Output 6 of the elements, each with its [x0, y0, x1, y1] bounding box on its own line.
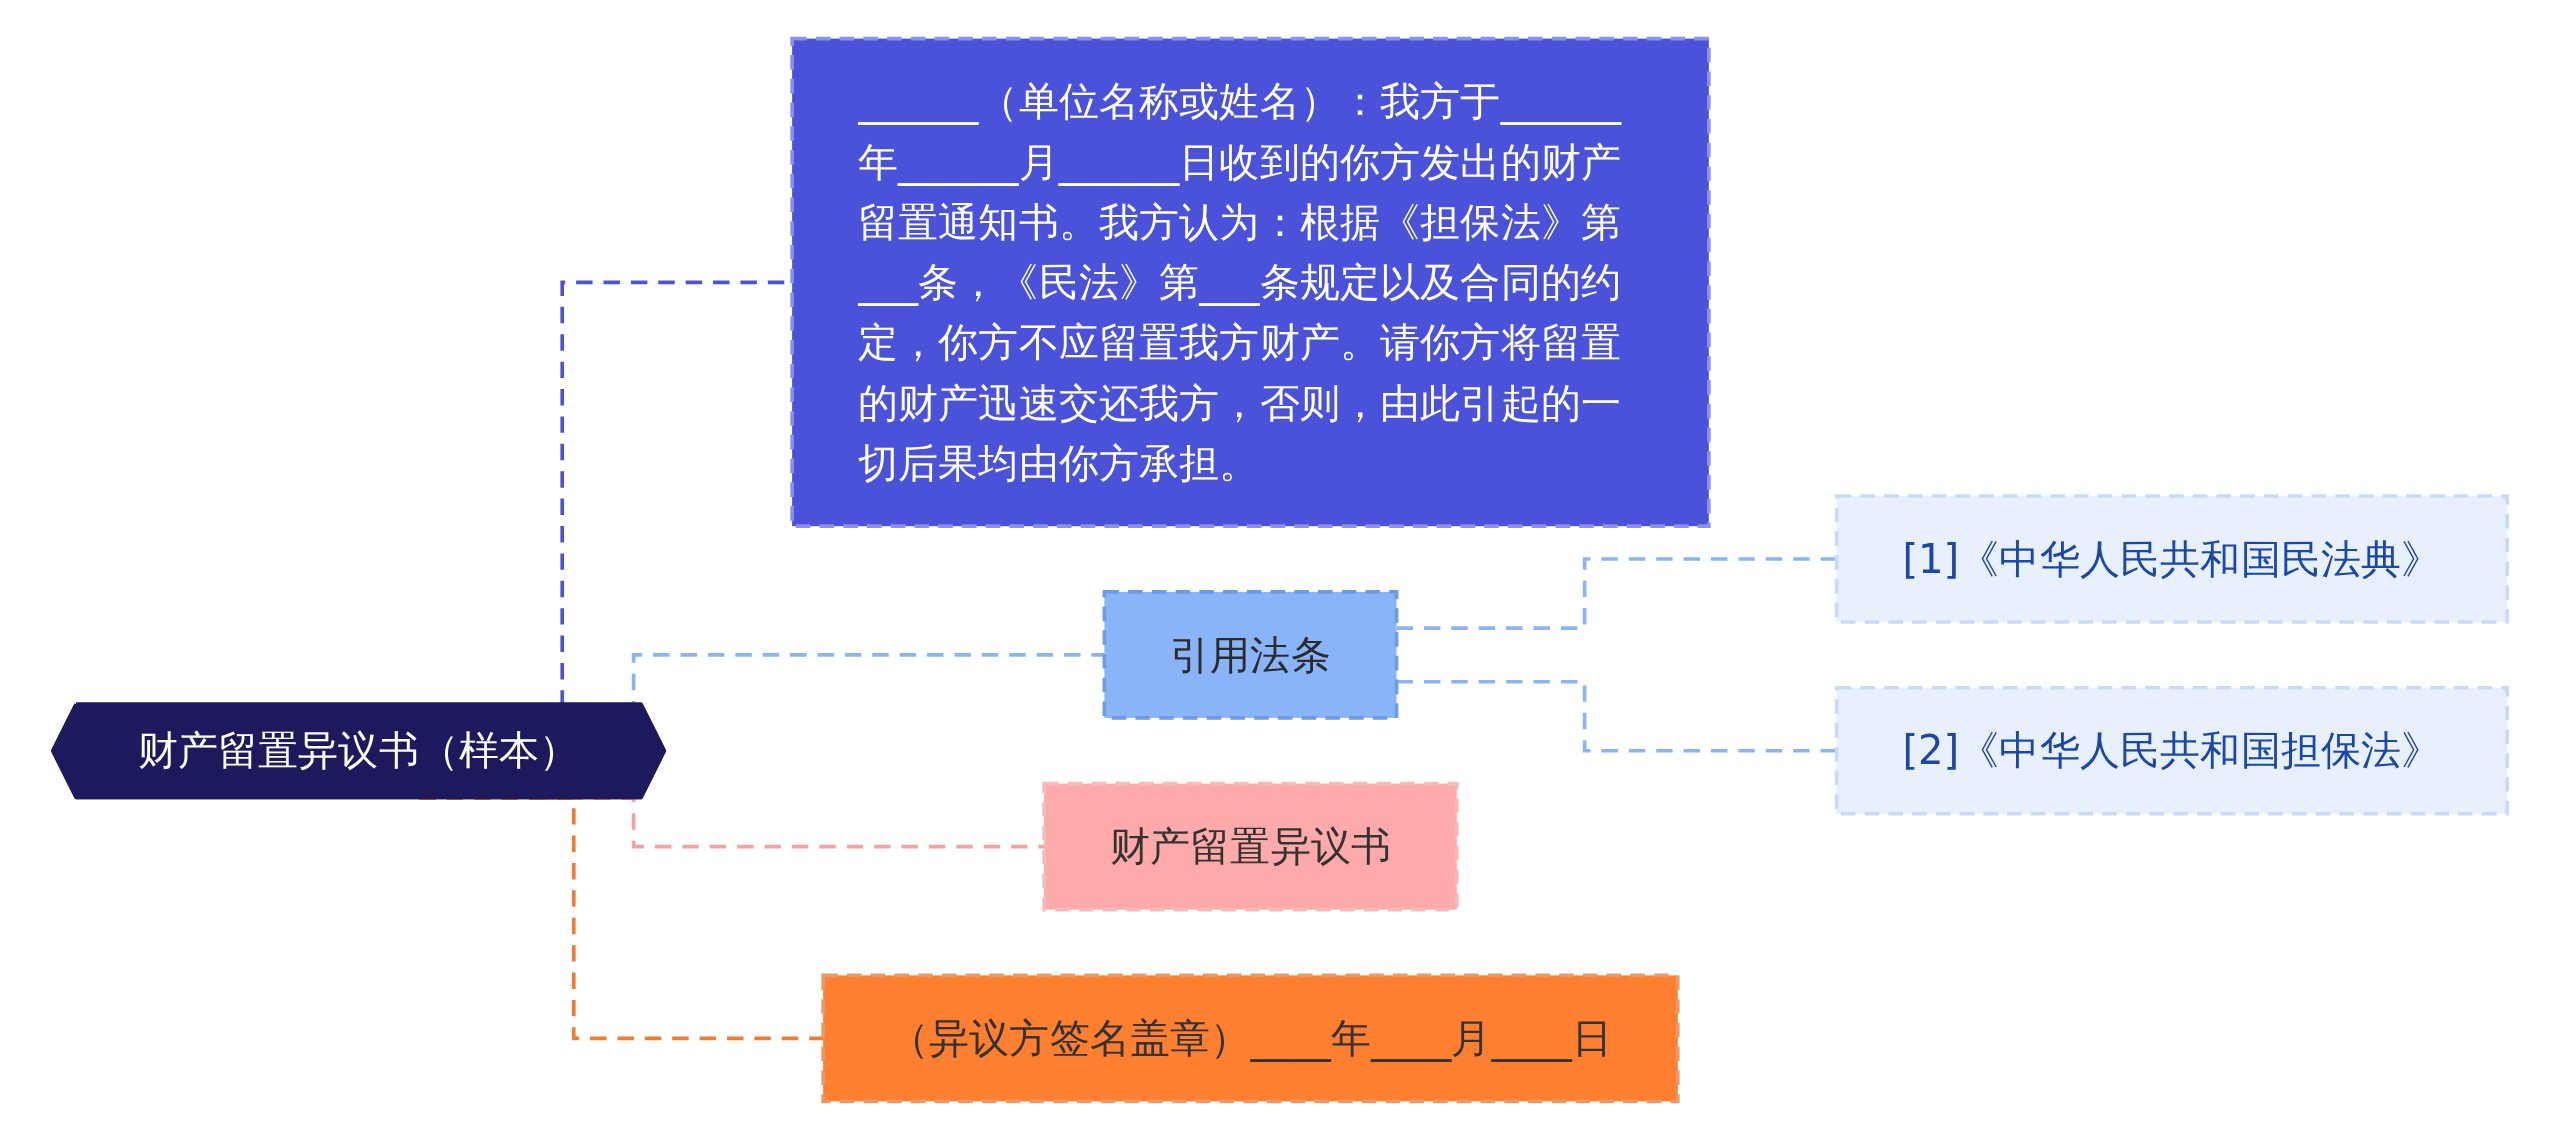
node-box: ______（单位名称或姓名）：我方于______年______月______日收到的你方发出的财产留置通知书。我方认为：根据《担保法》第___条，《民法》第___条规定以及合同的约定，你方不应留置我方财产。请你方将留置的财产迅速交还我方，否则，由此引起的一切后果均由你方承担。	[790, 36, 1711, 528]
node-box: [2]《中华人民共和国担保法》	[1834, 685, 2509, 816]
node-box: [1]《中华人民共和国民法典》	[1834, 494, 2509, 624]
node-box: （异议方签名盖章）____年____月____日	[821, 973, 1680, 1104]
node-box: 引用法条	[1102, 590, 1399, 720]
node-box: 财产留置异议书	[1042, 781, 1459, 912]
